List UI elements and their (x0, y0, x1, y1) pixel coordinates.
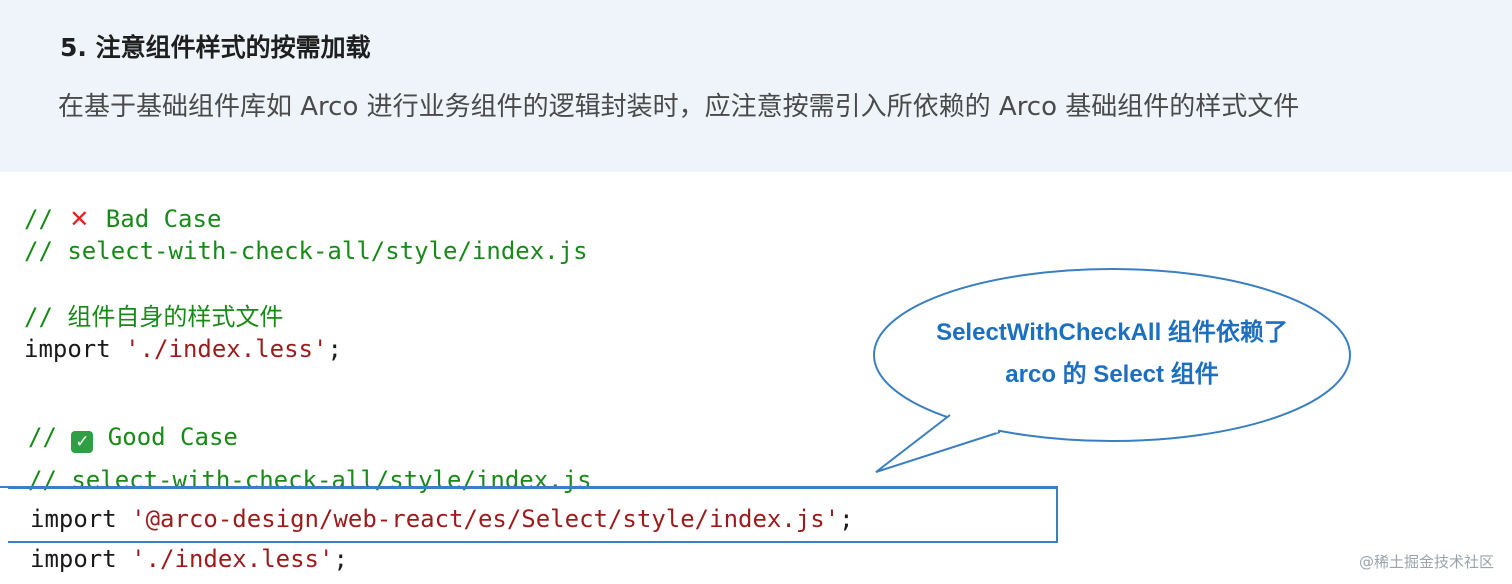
import-path: './index.less' (131, 545, 334, 573)
import-keyword: import (24, 335, 126, 363)
tip-box: 5. 注意组件样式的按需加载 在基于基础组件库如 Arco 进行业务组件的逻辑封… (0, 0, 1512, 172)
speech-bubble-tail-mask (951, 415, 999, 433)
comment-prefix: // (28, 423, 72, 451)
import-path: '@arco-design/web-react/es/Select/style/… (131, 505, 840, 533)
bubble-text: SelectWithCheckAll 组件依赖了 arco 的 Select 组… (882, 312, 1342, 396)
tip-title: 5. 注意组件样式的按需加载 (60, 33, 371, 62)
watermark: @稀土掘金技术社区 (1358, 553, 1494, 571)
import-keyword: import (30, 505, 132, 533)
bubble-line-2: arco 的 Select 组件 (1005, 361, 1219, 388)
bad-case-label: Bad Case (91, 205, 222, 233)
bad-case-comment: // ✕ Bad Case (24, 204, 221, 234)
import-keyword: import (30, 545, 132, 573)
import-line-3: import './index.less'; (30, 544, 348, 574)
import-line-1: import './index.less'; (24, 334, 342, 364)
semicolon: ; (839, 505, 854, 533)
semicolon: ; (327, 335, 342, 363)
semicolon: ; (333, 545, 348, 573)
comment-prefix: // (24, 205, 68, 233)
check-mark-icon: ✓ (71, 431, 94, 453)
highlight-box (8, 487, 1058, 543)
cross-mark-icon: ✕ (69, 205, 90, 233)
self-style-comment: // 组件自身的样式文件 (24, 303, 284, 331)
speech-bubble-tail (875, 414, 1001, 473)
bubble-line-1: SelectWithCheckAll 组件依赖了 (936, 319, 1288, 346)
good-case-comment: // ✓ Good Case (28, 422, 238, 453)
bad-case-path-comment: // select-with-check-all/style/index.js (24, 237, 588, 265)
good-case-path-comment: // select-with-check-all/style/index.js (28, 466, 592, 494)
tip-description: 在基于基础组件库如 Arco 进行业务组件的逻辑封装时，应注意按需引入所依赖的 … (58, 92, 1300, 122)
import-path: './index.less' (125, 335, 328, 363)
good-case-label: Good Case (93, 423, 238, 451)
speech-bubble-ellipse (873, 268, 1351, 442)
import-line-2: import '@arco-design/web-react/es/Select… (30, 504, 854, 534)
